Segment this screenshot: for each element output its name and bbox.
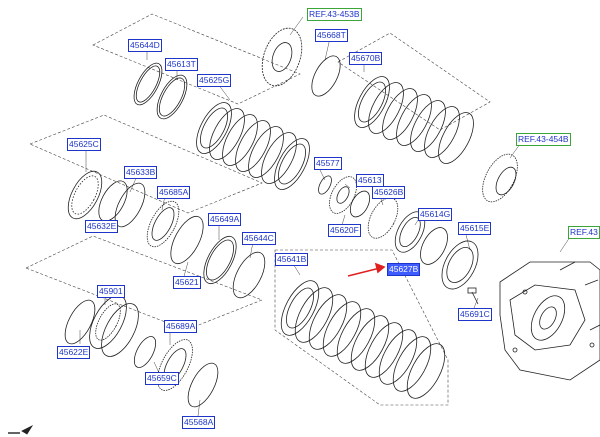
part-label-45613[interactable]: 45613 [356, 174, 384, 187]
part-label-45621[interactable]: 45621 [173, 276, 201, 289]
part-label-45625c[interactable]: 45625C [67, 138, 101, 151]
part-label-45649a[interactable]: 45649A [208, 213, 242, 226]
part-label-45668t[interactable]: 45668T [315, 29, 348, 42]
part-label-45659c[interactable]: 45659C [145, 372, 179, 385]
ref-label-43-454b[interactable]: REF.43-454B [516, 133, 571, 146]
part-washer-45577 [318, 175, 332, 195]
part-carrier-45615e [441, 240, 479, 290]
part-bolt-45691c [467, 287, 479, 305]
leader-lines [79, 16, 571, 417]
part-label-45644c[interactable]: 45644C [242, 232, 276, 245]
part-ring-45633b [114, 182, 146, 228]
part-label-45633b[interactable]: 45633B [124, 166, 158, 179]
part-label-45641b[interactable]: 45641B [275, 253, 309, 266]
part-label-45615e[interactable]: 45615E [458, 222, 492, 235]
part-label-45689a[interactable]: 45689A [164, 320, 198, 333]
part-label-45626b[interactable]: 45626B [372, 186, 406, 199]
pointer-arrow [347, 262, 386, 277]
part-transmission-case [499, 261, 600, 381]
part-label-45614g[interactable]: 45614G [418, 208, 453, 221]
group-frames [25, 13, 491, 406]
part-label-45577[interactable]: 45577 [314, 157, 342, 170]
part-gear-ref-43-453b [261, 27, 303, 87]
part-plate-45689a [157, 339, 193, 391]
part-label-45620f[interactable]: 45620F [328, 224, 361, 237]
front-arrow-icon [8, 425, 34, 435]
part-label-45691c[interactable]: 45691C [458, 308, 492, 321]
part-ring-45620f [349, 190, 371, 218]
part-label-45632e[interactable]: 45632E [85, 220, 119, 233]
ref-label-43[interactable]: REF.43 [568, 226, 600, 239]
part-ring-45649a [203, 235, 237, 285]
part-ring-45621 [170, 215, 204, 265]
part-gear-45625c [67, 170, 103, 220]
part-clutch-pack-45625g [196, 102, 310, 190]
part-snap-ring-45622e [64, 299, 96, 345]
part-ring-45644c [232, 251, 266, 299]
part-label-45568a[interactable]: 45568A [182, 416, 216, 429]
part-gear-45626b [367, 197, 399, 239]
part-label-45644d[interactable]: 45644D [128, 39, 162, 52]
part-gear-ref-43-454b [482, 153, 518, 203]
ref-label-43-453b[interactable]: REF.43-453B [307, 8, 362, 21]
part-label-45627b[interactable]: 45627B [387, 263, 421, 276]
part-label-45670b[interactable]: 45670B [349, 52, 383, 65]
part-clutch-pack-45670b [354, 76, 474, 164]
part-label-45685a[interactable]: 45685A [157, 186, 191, 199]
part-label-45613t[interactable]: 45613T [165, 58, 198, 71]
part-ring-45627b [420, 227, 448, 265]
part-label-45625g[interactable]: 45625G [197, 74, 232, 87]
part-ring-45632e [98, 180, 128, 222]
part-label-45901[interactable]: 45901 [97, 285, 125, 298]
part-ring-45568a [187, 362, 219, 408]
part-clutch-pack-45641b [280, 280, 446, 399]
part-ring-45659c [133, 336, 157, 368]
part-snap-ring-45644d [133, 62, 163, 106]
part-label-45622e[interactable]: 45622E [57, 346, 91, 359]
part-ring-45613t [156, 74, 188, 120]
part-ring-45668t [311, 55, 341, 97]
part-hub-45685a [146, 200, 180, 248]
